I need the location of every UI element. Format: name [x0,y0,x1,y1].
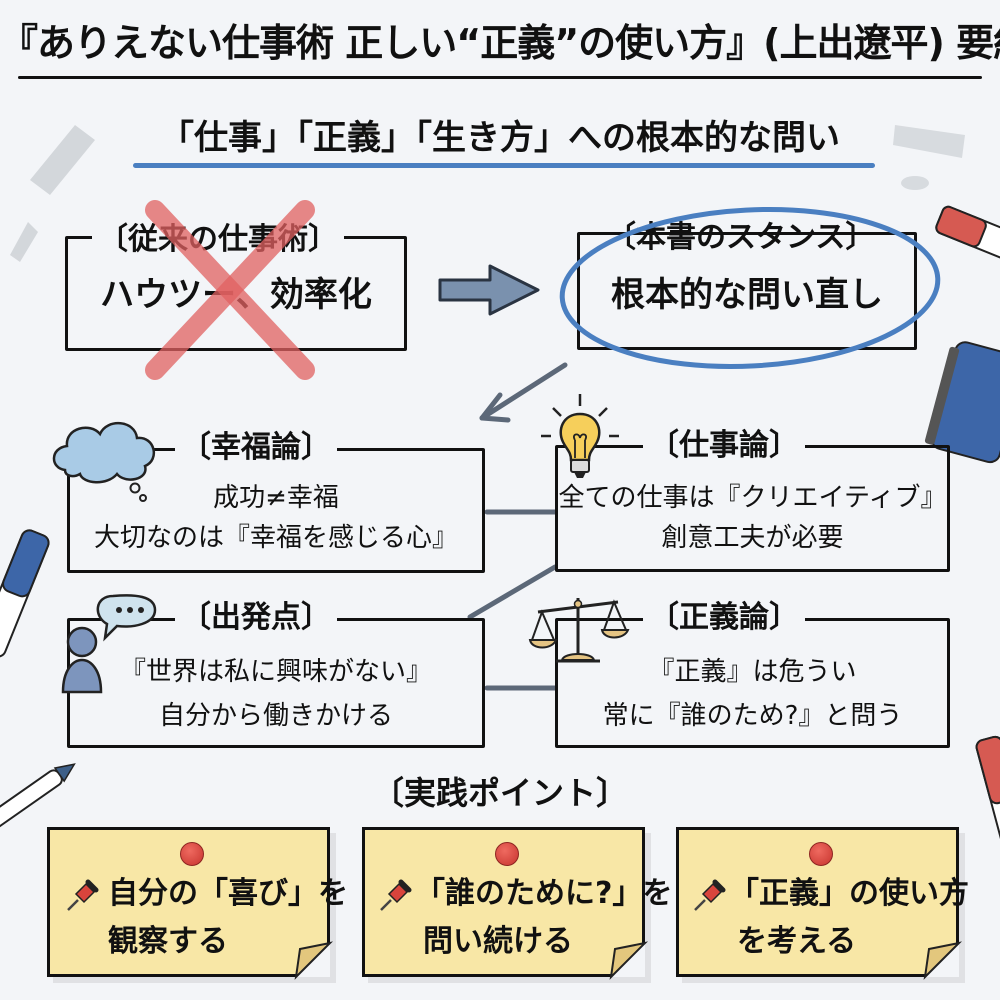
title-underline [18,76,982,79]
happiness-theory-line-2: 大切なのは『幸福を感じる心』 [93,523,458,553]
cloud-thought-icon [52,422,156,502]
practice-note-3-line-1: 「正義」の使い方 [729,876,969,911]
justice-theory-line-1: 『正義』は危うい [648,657,857,687]
pushpin-icon [694,879,726,911]
work-theory-label: 〔仕事論〕 [643,420,805,464]
blue-highlight-circle-icon [559,206,941,370]
pushpin-icon [67,879,99,911]
practice-note-3-line-2: を考える [737,924,857,959]
starting-point-line-2: 自分から働きかける [158,701,393,731]
practice-note-2-line-1: 「誰のために?」を [415,876,673,911]
practice-heading: 〔実践ポイント〕 [371,774,628,812]
practice-note-1-line-1: 自分の「喜び」を [108,876,348,911]
pin-dot-icon [180,842,204,866]
person-speech-icon [61,594,157,694]
subtitle-underline [133,163,875,168]
practice-note-2-line-2: 問い続ける [423,924,573,959]
book-stance-body: 根本的な問い直し [611,275,883,315]
pushpin-icon [380,879,412,911]
page-subtitle: 「仕事」「正義」「生き方」への根本的な問い [160,118,840,158]
curled-corner-icon [923,941,963,980]
right-arrow-icon [438,264,540,316]
starting-point-label: 〔出発点〕 [175,592,337,636]
book-stance-box [577,232,917,350]
practice-note-2: 「誰のために?」を 問い続ける [362,827,672,980]
work-theory-line-1: 全ての仕事は『クリエイティブ』 [558,483,947,513]
curled-corner-icon [609,941,649,980]
curled-corner-icon [294,941,334,980]
practice-note-3: 「正義」の使い方 を考える [676,827,969,980]
happiness-theory-line-1: 成功≠幸福 [213,483,339,513]
pin-dot-icon [495,842,519,866]
justice-theory-label: 〔正義論〕 [643,592,805,636]
scales-icon [528,598,630,663]
practice-note-1-line-2: 観察する [108,924,228,959]
page-title: 『ありえない仕事術 正しい“正義”の使い方』(上出遼平) 要約 [0,21,1000,65]
justice-theory-line-2: 常に『誰のため?』と問う [602,701,903,731]
lightbulb-icon [541,394,619,478]
practice-note-1: 自分の「喜び」を 観察する [47,827,348,980]
pin-dot-icon [809,842,833,866]
starting-point-line-1: 『世界は私に興味がない』 [119,657,432,687]
happiness-theory-label: 〔幸福論〕 [175,422,337,466]
red-cross-icon [145,200,315,380]
work-theory-line-2: 創意工夫が必要 [661,523,844,553]
blue-marker-icon [0,529,50,658]
